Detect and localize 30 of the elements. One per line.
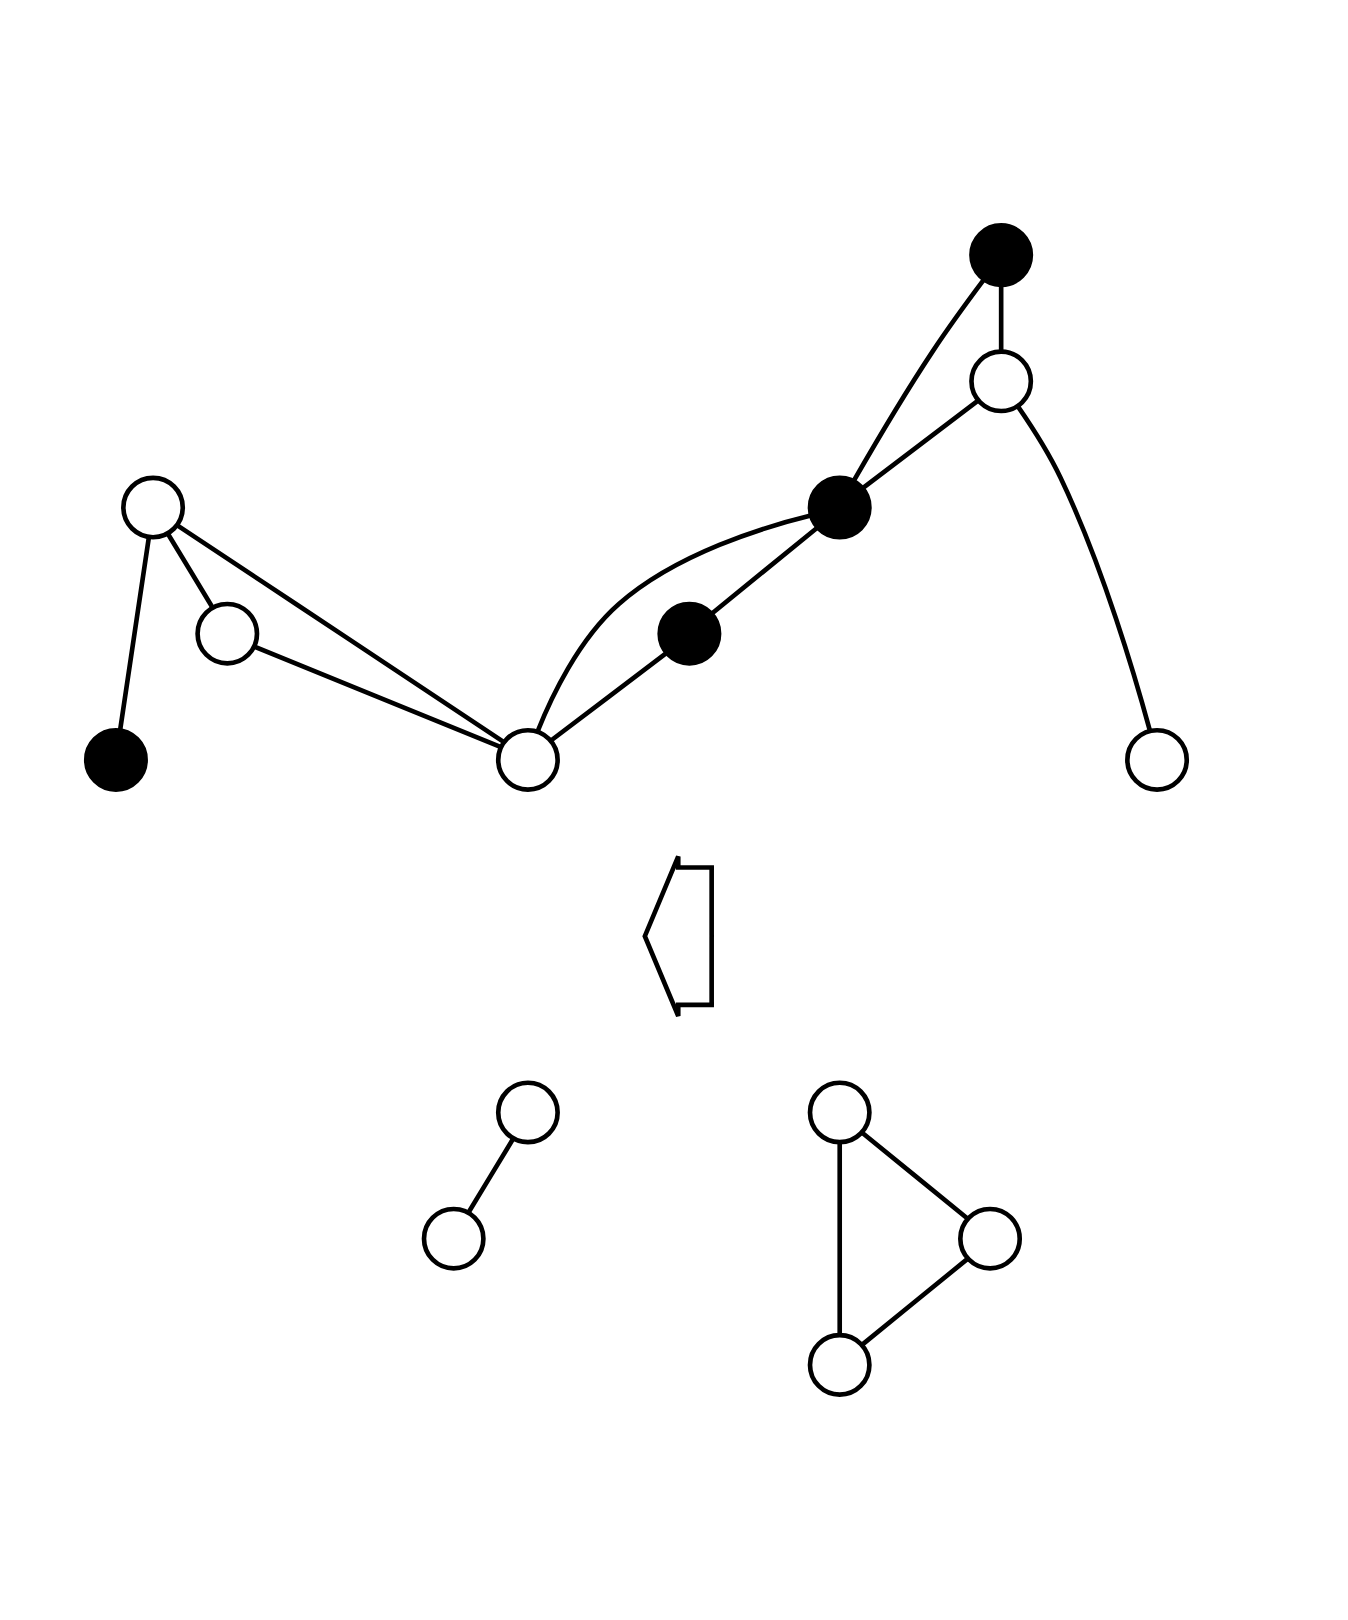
connector: [837, 1142, 843, 1335]
node-circle: [969, 349, 1034, 414]
node-circle: [195, 601, 260, 666]
connector: [710, 525, 819, 616]
node-circle: [807, 1080, 872, 1145]
connector: [253, 644, 502, 750]
connector: [117, 536, 152, 731]
connector: [1015, 405, 1153, 732]
connector: [860, 1256, 970, 1347]
connector: [998, 285, 1004, 352]
node-circle: [1125, 727, 1190, 792]
connector: [466, 1137, 516, 1214]
node-circle: [495, 727, 560, 792]
node-circle: [969, 223, 1034, 288]
connector: [535, 513, 812, 733]
node-circle: [83, 727, 148, 792]
node-circle: [807, 475, 872, 540]
node-circle: [958, 1206, 1023, 1271]
node-circle: [121, 475, 186, 540]
connector: [176, 523, 505, 744]
connector: [860, 1130, 970, 1221]
node-circle: [657, 601, 722, 666]
connector: [165, 532, 215, 609]
connector: [861, 398, 980, 490]
node-circle: [807, 1332, 872, 1397]
connector: [549, 651, 668, 743]
node-circle: [495, 1080, 560, 1145]
connector: [851, 278, 986, 482]
node-arrow: [642, 854, 714, 1019]
node-circle: [421, 1206, 486, 1271]
